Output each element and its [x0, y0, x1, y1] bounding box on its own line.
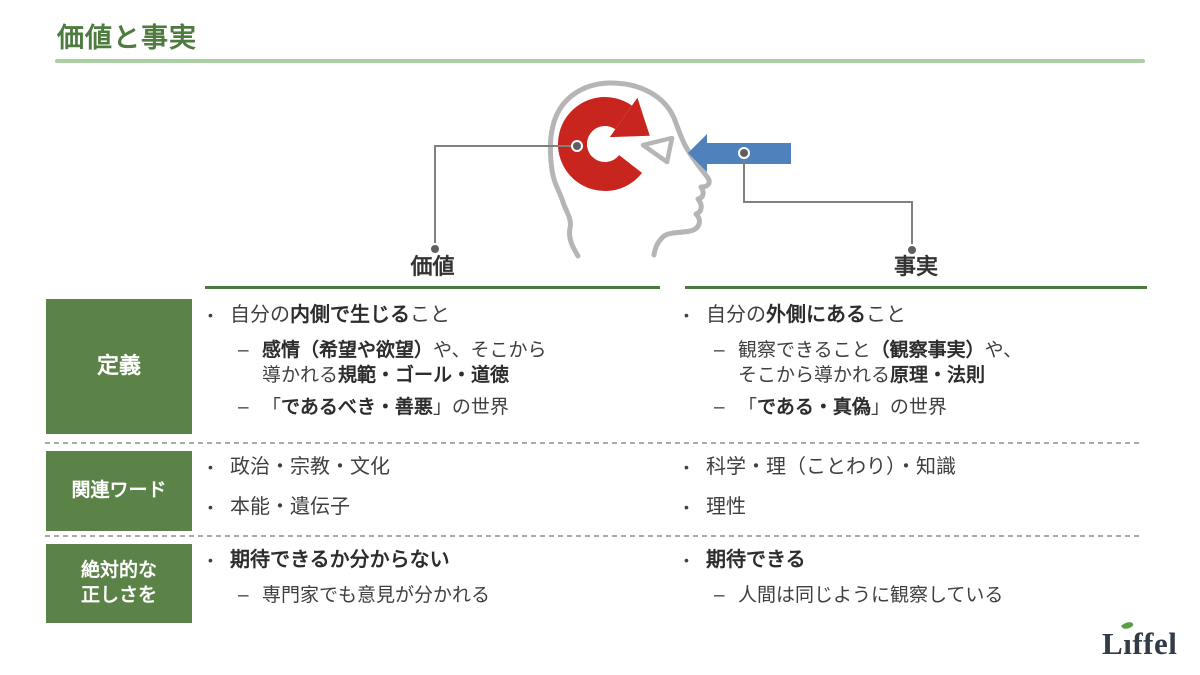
- related-words-fact-cell: •科学・理（ことわり）・知識 •理性: [684, 454, 1154, 533]
- red-cycle-arrowhead: [609, 97, 650, 138]
- head-profile-outline-icon: [547, 80, 712, 259]
- bullet-item: –「である・真偽」の世界: [714, 396, 947, 418]
- row-header-absolute-correctness: 絶対的な 正しさを: [46, 544, 192, 623]
- brand-logo-rest: ffel: [1132, 626, 1178, 661]
- fact-callout-line: [743, 153, 913, 250]
- fact-column-rule: [685, 286, 1147, 289]
- bullet-item: •本能・遺伝子: [208, 495, 350, 518]
- row-separator: [45, 442, 1141, 444]
- head-diagram: [429, 80, 918, 259]
- brand-logo-text: L: [1102, 626, 1124, 661]
- row-separator: [45, 535, 1141, 537]
- bullet-item: –専門家でも意見が分かれる: [238, 584, 491, 606]
- row-header-definition: 定義: [46, 299, 192, 434]
- bullet-item: –人間は同じように観察している: [714, 584, 1004, 606]
- value-column-label: 価値: [410, 254, 455, 279]
- absolute-correctness-fact-cell: •期待できる –人間は同じように観察している: [684, 547, 1154, 614]
- value-callout-dot: [571, 140, 583, 152]
- row-header-related-words: 関連ワード: [46, 451, 192, 531]
- value-callout-line: [434, 145, 577, 249]
- bullet-item: •期待できる: [684, 549, 806, 571]
- bullet-item: •自分の外側にあること: [684, 304, 906, 326]
- bullet-item: •自分の内側で生じること: [208, 304, 450, 326]
- brand-logo-i: ı: [1123, 626, 1133, 661]
- fact-label-dot: [906, 244, 918, 256]
- bullet-item: –感情（希望や欲望）や、そこから導かれる規範・ゴール・道徳: [238, 339, 547, 387]
- bullet-item: •期待できるか分からない: [208, 549, 450, 571]
- eye-triangle-icon: [640, 135, 675, 165]
- absolute-correctness-value-cell: •期待できるか分からない –専門家でも意見が分かれる: [208, 547, 666, 614]
- page-title: 価値と事実: [57, 23, 197, 53]
- value-column-rule: [205, 286, 660, 289]
- bullet-item: •政治・宗教・文化: [208, 456, 390, 478]
- bullet-item: –「であるべき・善悪」の世界: [238, 396, 509, 418]
- fact-column-label: 事実: [893, 254, 938, 279]
- related-words-value-cell: •政治・宗教・文化 •本能・遺伝子: [208, 454, 666, 533]
- bullet-item: •理性: [684, 495, 746, 518]
- fact-callout-dot: [738, 147, 750, 159]
- definition-value-cell: •自分の内側で生じること –感情（希望や欲望）や、そこから導かれる規範・ゴール・…: [208, 302, 666, 426]
- bullet-item: –観察できること（観察事実）や、そこから導かれる原理・法則: [714, 339, 1023, 387]
- title-underline: [55, 59, 1145, 63]
- definition-fact-cell: •自分の外側にあること –観察できること（観察事実）や、そこから導かれる原理・法…: [684, 302, 1154, 426]
- bullet-item: •科学・理（ことわり）・知識: [684, 456, 956, 478]
- value-label-dot: [429, 243, 441, 255]
